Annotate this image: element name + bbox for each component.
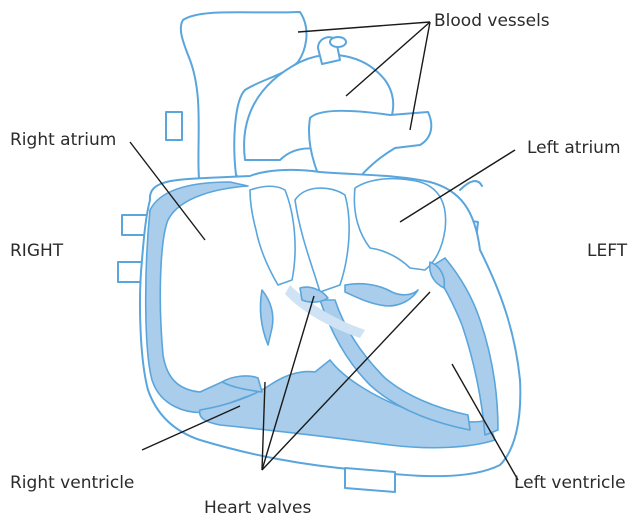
label-left-ventricle: Left ventricle — [514, 475, 626, 492]
label-right-ventricle: Right ventricle — [10, 475, 134, 492]
label-blood-vessels: Blood vessels — [434, 13, 550, 30]
label-heart-valves: Heart valves — [204, 500, 311, 517]
label-right-side: RIGHT — [10, 243, 63, 260]
label-right-atrium: Right atrium — [10, 132, 116, 149]
label-left-side: LEFT — [587, 243, 627, 260]
label-left-atrium: Left atrium — [527, 140, 621, 157]
inferior-vena-cava — [345, 468, 395, 492]
leader-blood-vessels-1 — [298, 22, 430, 32]
left-side-vessel-stub — [166, 112, 182, 140]
aortic-branch-2 — [330, 37, 346, 47]
